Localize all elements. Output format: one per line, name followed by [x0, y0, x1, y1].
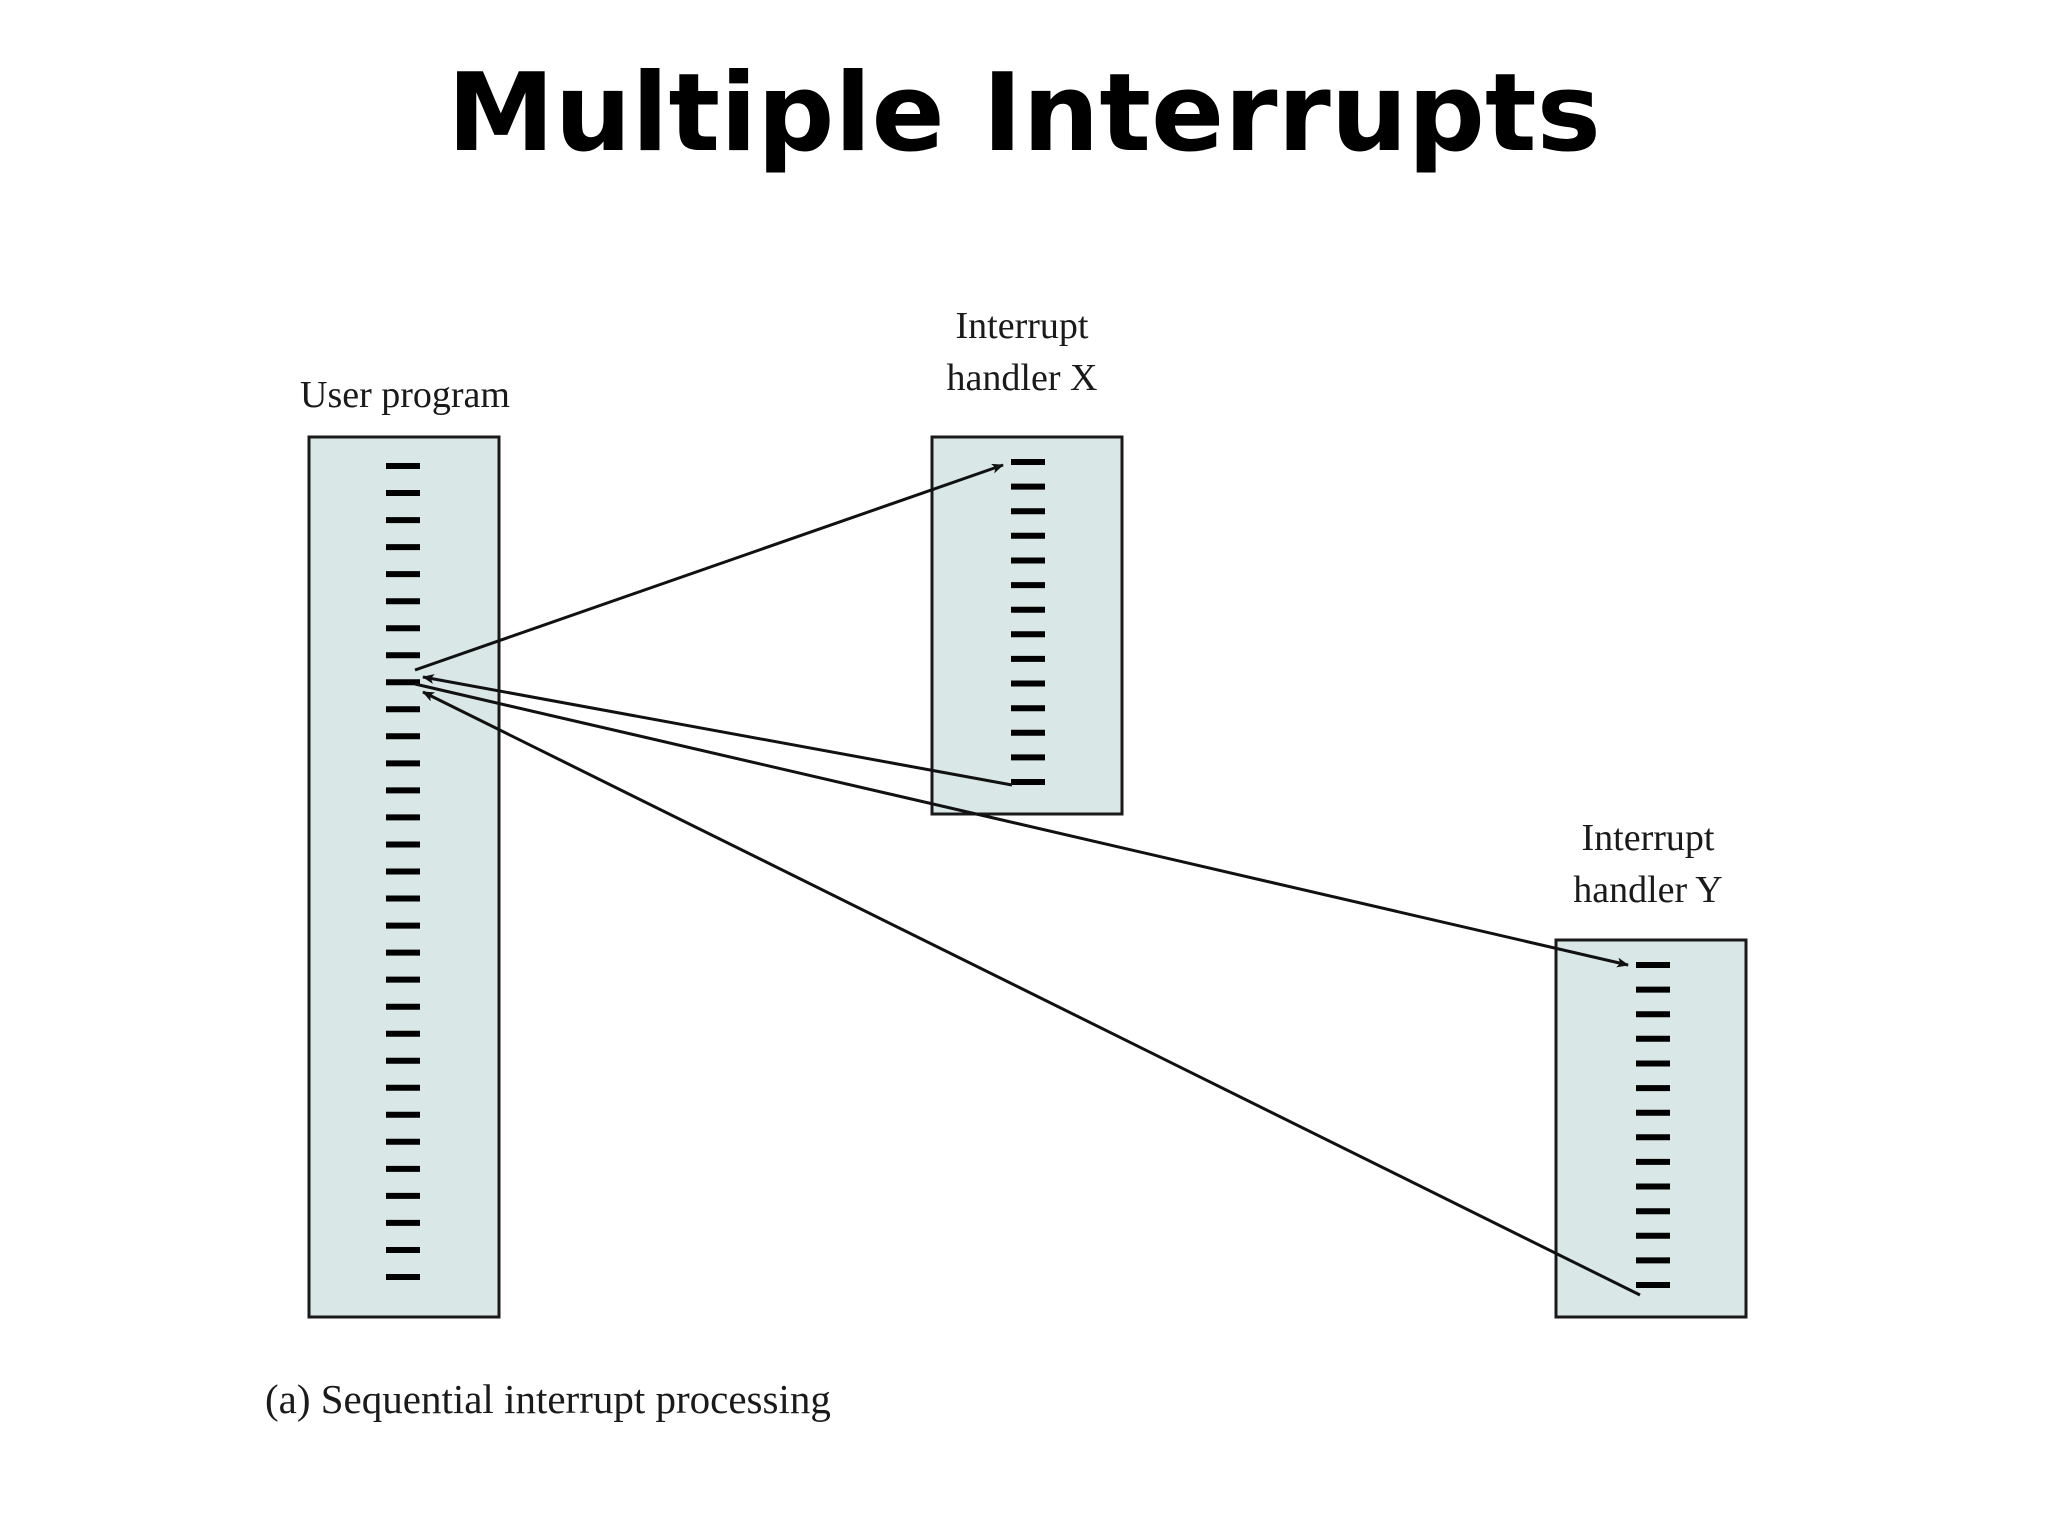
slide-title: Multiple Interrupts	[447, 51, 1601, 176]
handler-x-label-line1: Interrupt	[956, 305, 1089, 347]
user-program-instructions	[386, 463, 420, 1280]
handler-x-box	[930, 435, 1124, 816]
arrow-return-from-handler-y	[422, 690, 1641, 1297]
handler-y-label-line1: Interrupt	[1582, 817, 1715, 859]
user-program-box	[307, 435, 501, 1319]
handler-y-instructions	[1636, 962, 1670, 1288]
handler-y-box	[1554, 938, 1748, 1319]
figure-caption: (a) Sequential interrupt processing	[265, 1376, 831, 1422]
handler-x-instructions	[1011, 459, 1045, 785]
handler-x-label-line2: handler X	[947, 357, 1098, 399]
handler-y-label-line2: handler Y	[1573, 869, 1722, 911]
arrow-to-handler-y	[414, 682, 1629, 968]
user-program-label: User program	[300, 374, 510, 416]
arrow-return-from-handler-x	[422, 674, 1013, 787]
arrow-to-handler-x	[414, 463, 1004, 672]
